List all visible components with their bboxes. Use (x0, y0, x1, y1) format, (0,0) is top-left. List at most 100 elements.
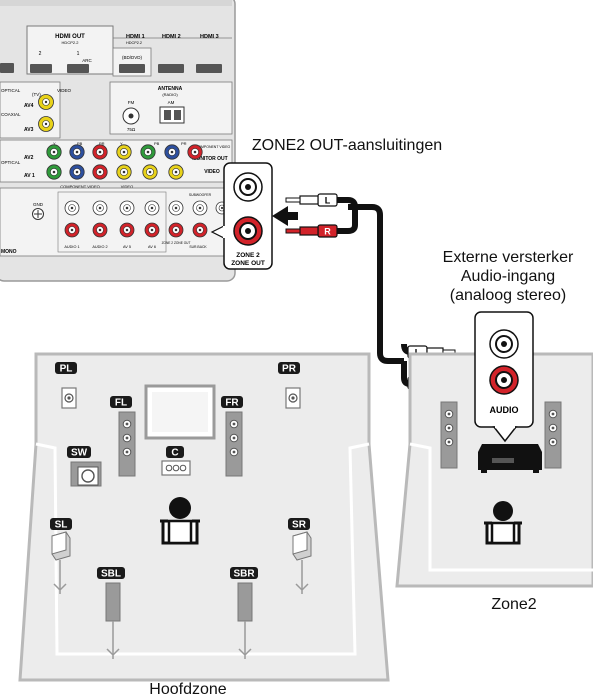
speaker-stand-sl (53, 560, 67, 594)
pr-label: PR (99, 141, 105, 146)
optical-label: OPTICAL (1, 88, 21, 93)
component-jack (142, 164, 158, 180)
speaker-c (161, 460, 191, 476)
hdmi1-port (119, 64, 145, 73)
antenna-label: ANTENNA (158, 86, 183, 92)
hdmi-out-sub: HDCP2.2 (62, 40, 80, 45)
svg-text:SR: SR (292, 520, 307, 531)
speaker-fr (225, 411, 243, 477)
svg-text:SBL: SBL (101, 569, 121, 580)
speaker-label-sw: SW (67, 446, 91, 459)
hdmi-out-2-port (30, 64, 52, 73)
speaker-label-fl: FL (110, 396, 132, 409)
insert-arrow-zone2 (272, 206, 298, 226)
av3-label: AV3 (24, 127, 34, 133)
audio-left-jack (119, 200, 135, 216)
svg-text:PL: PL (60, 364, 73, 375)
component-jack (168, 164, 184, 180)
mono-label: MONO (1, 249, 17, 255)
audio-right-jack (64, 222, 80, 238)
component-jack (116, 164, 132, 180)
zone2-out-small-label: ZONE 2 ZONE OUT (162, 241, 191, 245)
speaker-stand-sbl (106, 621, 120, 659)
external-amp-audio-callout: AUDIO (474, 311, 534, 443)
speaker-label-c: C (166, 446, 184, 459)
monitor-out-label: MONITOR OUT (192, 156, 227, 162)
audio-right-jack (168, 222, 184, 238)
zone2-caption: Zone2 (491, 596, 536, 613)
zone2-speaker-right (544, 401, 562, 469)
hdmi1-sub: HDCP2.2 (126, 41, 142, 45)
component-jack (92, 144, 108, 160)
component-jack (92, 164, 108, 180)
speaker-sbr (237, 582, 253, 622)
external-amplifier (478, 444, 542, 473)
zone2-speaker-left (440, 401, 458, 469)
zone2-out-jack-label-1: ZONE 2 (236, 252, 260, 259)
speaker-label-sr: SR (288, 518, 310, 531)
antenna-sub-label: (RADIO) (162, 92, 178, 97)
hdmi3-label: HDMI 3 (200, 34, 219, 40)
hdmi-out-1-port (67, 64, 89, 73)
speaker-label-pr: PR (278, 362, 300, 375)
svg-text:FL: FL (115, 398, 127, 409)
speaker-stand-sbr (238, 621, 252, 659)
audio-right-jack (119, 222, 135, 238)
zone2-speakers (440, 401, 562, 469)
speaker-label-sbl: SBL (97, 567, 125, 580)
speaker-pl (61, 387, 77, 409)
audio-left-jack (168, 200, 184, 216)
subwoofer-label: SUBWOOFER (189, 193, 212, 197)
speaker-sr (292, 531, 312, 561)
component-jack (116, 144, 132, 160)
speaker-sbl (105, 582, 121, 622)
speaker-fl (118, 411, 136, 477)
svg-text:C: C (171, 448, 178, 459)
y-label-2: Y (120, 141, 123, 146)
cable-left-plug-zone2: L (285, 193, 338, 207)
svg-text:SW: SW (71, 448, 88, 459)
av6-label: AV 6 (148, 245, 156, 249)
external-amp-line2: Audio-ingang (461, 268, 555, 285)
audio-right-jack (192, 222, 208, 238)
external-amp-line3: (analoog stereo) (450, 287, 567, 304)
zone2-listener (484, 501, 522, 545)
hdmi-out-section: HDMI OUT HDCP2.2 2 1 ARC (26, 25, 114, 75)
component-jack (187, 144, 203, 160)
component-jack (46, 164, 62, 180)
audio2-label: AUDIO 2 (92, 245, 107, 249)
hdmi-out-1-label: 1 (77, 51, 80, 57)
optical-tv-label: (TV) (32, 92, 41, 97)
av2-label: AV2 (24, 155, 34, 161)
pb-label-2: PB (154, 141, 160, 146)
av5-label: AV 5 (123, 245, 131, 249)
hdmi-out-label: HDMI OUT (55, 34, 85, 40)
optical-av-section: OPTICAL (TV) AV4 VIDEO COAXIAL AV3 (0, 81, 72, 139)
am-label: AM (168, 100, 175, 105)
hdmi-out-2-label: 2 (39, 51, 42, 57)
external-amp-line1: Externe versterker (443, 249, 574, 266)
video-av-label: VIDEO (121, 184, 133, 189)
hdmi2-label: HDMI 2 (162, 34, 181, 40)
component-video-2-label: COMPONENT VIDEO (196, 145, 231, 149)
svg-text:PR: PR (282, 364, 297, 375)
component-jack (140, 144, 156, 160)
audio-left-jack (64, 200, 80, 216)
speaker-label-fr: FR (221, 396, 243, 409)
audio-input-section: GND MONO AUDIO 1 AUDIO 2 AV 5 AV 6 ZONE … (0, 187, 233, 257)
component-video-label: COMPONENT VIDEO (60, 184, 100, 189)
svg-text:FR: FR (225, 398, 239, 409)
component-jack (164, 144, 180, 160)
pb-label: PB (77, 141, 83, 146)
speaker-label-sl: SL (50, 518, 72, 531)
component-jack (69, 164, 85, 180)
y-label: Y (53, 141, 56, 146)
component-jack (46, 144, 62, 160)
speaker-sw (70, 461, 102, 487)
ohm-label: 75Ω (127, 127, 136, 132)
audio-jacks (64, 200, 229, 238)
speaker-label-pl: PL (55, 362, 77, 375)
audio-left-jack (92, 200, 108, 216)
